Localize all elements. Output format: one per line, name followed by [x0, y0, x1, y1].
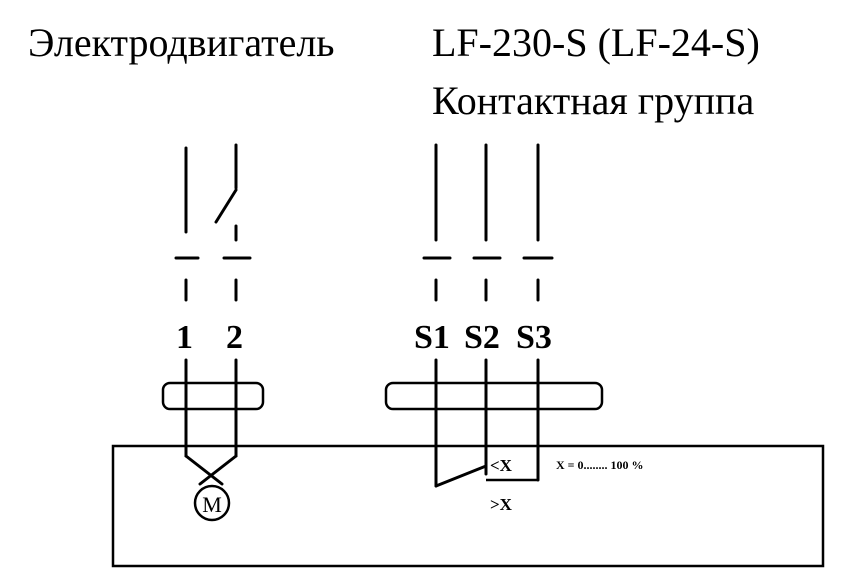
contact-cable-gland — [384, 381, 604, 411]
actuator-housing — [111, 444, 825, 568]
auxiliary-switch-contact — [434, 454, 538, 488]
range-note: X = 0........ 100 % — [556, 458, 644, 472]
contact-wire-s3 — [522, 143, 554, 302]
terminal-2: 2 — [226, 319, 243, 356]
terminal-s2: S2 — [464, 319, 500, 356]
model-title: LF-230-S (LF-24-S) — [432, 20, 760, 65]
terminal-1: 1 — [176, 319, 193, 356]
motor-symbol-circle — [193, 484, 231, 522]
motor-wire-1 — [174, 146, 200, 302]
motor-connection — [184, 454, 238, 486]
less-than-x-label: <X — [490, 456, 513, 475]
contact-wire-s1 — [422, 143, 452, 302]
motor-cable-gland — [161, 381, 265, 411]
terminal-s1: S1 — [414, 319, 450, 356]
greater-than-x-label: >X — [490, 495, 513, 514]
motor-wire-2-switch — [214, 143, 252, 302]
terminal-s3: S3 — [516, 319, 552, 356]
motor-symbol-label: M — [202, 492, 222, 517]
contact-wire-s2 — [472, 143, 502, 302]
contact-group-title: Контактная группа — [432, 78, 754, 123]
motor-title: Электродвигатель — [28, 20, 335, 65]
